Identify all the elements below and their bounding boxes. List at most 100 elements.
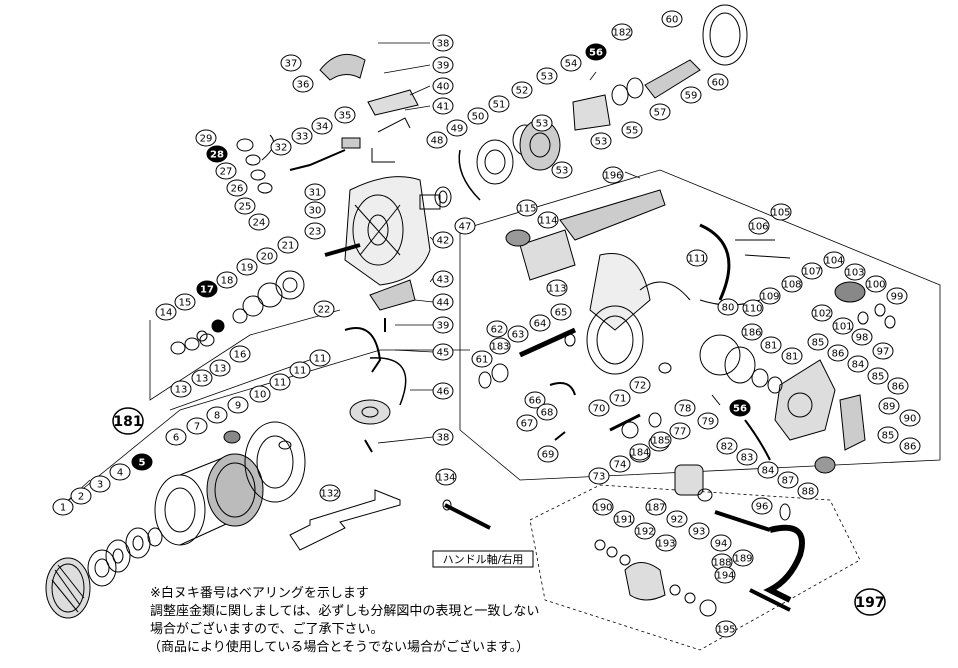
callout-circle [823, 251, 845, 269]
callout-number: 189 [733, 554, 752, 565]
handle-knob-bearings [594, 464, 771, 566]
note-washer-line2: 場合がございますので、ご了承下さい。 [150, 622, 384, 637]
callout-circle [588, 467, 610, 485]
callout-circle [256, 247, 278, 265]
callout-number: 31 [309, 188, 322, 199]
callout-number: 82 [721, 442, 734, 453]
callout-number: 53 [595, 137, 608, 148]
part-callout-43: 43 [432, 270, 454, 288]
part-callout-53: 53 [531, 114, 553, 132]
part-callout-105: 105 [770, 203, 792, 221]
drag-knob [45, 557, 91, 619]
part-callout-81: 81 [760, 336, 782, 354]
callout-circle [536, 67, 558, 85]
callout-number: 53 [556, 166, 569, 177]
callout-circle [174, 293, 196, 311]
callout-number: 60 [666, 15, 679, 26]
callout-number: 25 [239, 202, 252, 213]
callout-circle [715, 620, 737, 638]
left-washers [170, 333, 215, 355]
callout-circle [629, 376, 651, 394]
part-callout-187: 187 [645, 498, 667, 516]
callout-circle [707, 73, 729, 91]
reel-body [344, 176, 441, 286]
anti-reverse [609, 334, 783, 439]
callout-circle [289, 361, 311, 379]
label-frame [432, 550, 534, 568]
callout-number: 13 [214, 364, 227, 375]
callout-number: 46 [437, 387, 450, 398]
callout-number: 183 [490, 342, 509, 353]
callout-circle [629, 443, 651, 461]
callout-number: 34 [316, 122, 329, 133]
part-callout-73: 73 [588, 467, 610, 485]
callout-number: 52 [516, 86, 529, 97]
callout-circle [292, 75, 314, 93]
callout-number: 43 [437, 275, 450, 286]
part-callout-4: 4 [109, 463, 131, 481]
part-callout-10: 10 [249, 385, 271, 403]
callout-number: 21 [282, 241, 295, 252]
callout-number: 23 [309, 227, 322, 238]
callout-number: 83 [741, 453, 754, 464]
callout-number: 57 [654, 108, 667, 119]
callout-circle [313, 300, 335, 318]
part-callout-86: 86 [887, 377, 909, 395]
callout-number: 30 [309, 206, 322, 217]
part-callout-64: 64 [529, 314, 551, 332]
callout-circle [155, 303, 177, 321]
part-callout-113: 113 [546, 279, 568, 297]
part-callout-189: 189 [732, 549, 754, 567]
callout-number: 89 [883, 402, 896, 413]
callout-number: 33 [296, 132, 309, 143]
part-callout-194: 194 [714, 566, 736, 584]
callout-number: 53 [536, 119, 549, 130]
part-callout-86: 86 [827, 344, 849, 362]
callout-circle [611, 23, 633, 41]
part-callout-45: 45 [432, 343, 454, 361]
part-callout-79: 79 [697, 412, 719, 430]
part-callout-23: 23 [304, 222, 326, 240]
part-callout-38: 38 [432, 428, 454, 446]
part-callout-114: 114 [537, 211, 559, 229]
callout-number: 81 [786, 352, 799, 363]
callout-circle [807, 333, 829, 351]
callout-number: 104 [824, 256, 843, 267]
callout-circle [234, 197, 256, 215]
part-callout-68: 68 [536, 403, 558, 421]
part-callout-26: 26 [226, 179, 248, 197]
part-callout-8: 8 [206, 406, 228, 424]
callout-circle [661, 10, 683, 28]
group-outline-rotor [459, 169, 941, 481]
callout-circle [319, 484, 341, 502]
part-callout-17: 17 [196, 280, 218, 298]
part-callout-134: 134 [435, 468, 457, 486]
part-callout-193: 193 [655, 534, 677, 552]
part-callout-1: 1 [52, 498, 74, 516]
part-callout-25: 25 [234, 197, 256, 215]
callout-number: 84 [762, 466, 775, 477]
callout-circle [432, 316, 454, 334]
part-callout-6: 6 [165, 428, 187, 446]
callout-number: 77 [674, 427, 687, 438]
callout-circle [226, 179, 248, 197]
handle-arm [749, 503, 805, 612]
part-callout-56: 56 [729, 399, 751, 417]
callout-circle [592, 498, 614, 516]
callout-circle [304, 222, 326, 240]
callout-circle [229, 345, 251, 363]
callout-circle [216, 271, 238, 289]
part-callout-185: 185 [650, 431, 672, 449]
group-outline-handle [529, 484, 861, 651]
callout-number: 106 [749, 222, 768, 233]
callout-number: 42 [437, 236, 450, 247]
callout-number: 193 [656, 539, 675, 550]
callout-circle [489, 337, 511, 355]
callout-circle [887, 377, 909, 395]
callout-circle [827, 344, 849, 362]
callout-number: 99 [891, 292, 904, 303]
callout-number: 1 [60, 503, 66, 514]
part-callout-21: 21 [277, 236, 299, 254]
callout-circle [52, 498, 74, 516]
part-callout-36: 36 [292, 75, 314, 93]
